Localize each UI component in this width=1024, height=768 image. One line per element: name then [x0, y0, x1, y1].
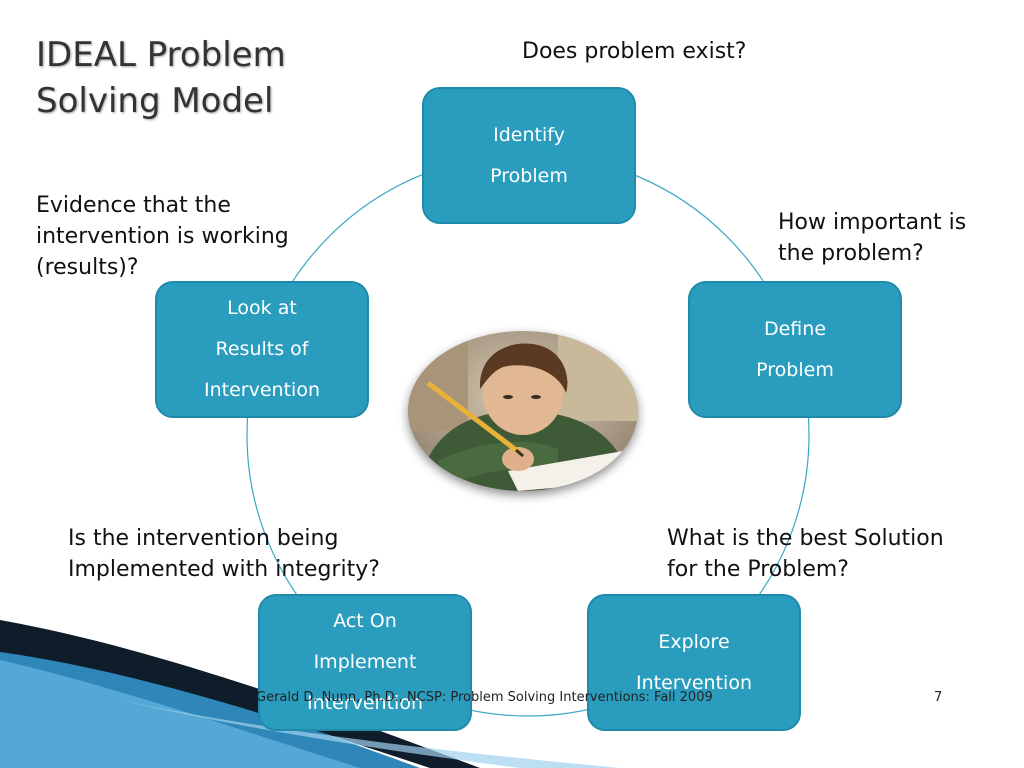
footer-text: Gerald D. Nunn, Ph.D., NCSP: Problem Sol…	[256, 690, 713, 705]
box-line: Intervention	[636, 671, 752, 694]
box-line: Problem	[490, 164, 568, 187]
box-line: Results of	[215, 338, 309, 360]
box-line: Intervention	[307, 692, 423, 714]
box-define-problem: Define Problem	[688, 281, 902, 418]
question-evidence: Evidence that the intervention is workin…	[36, 193, 289, 280]
box-act-on-implement: Act On Implement Intervention	[258, 594, 472, 731]
box-line: Explore	[658, 630, 730, 653]
box-explore-intervention: Explore Intervention	[587, 594, 801, 731]
box-line: Intervention	[204, 379, 320, 401]
box-line: Look at	[227, 297, 297, 319]
question-integrity: Is the intervention being Implemented wi…	[68, 526, 380, 582]
question-how-important: How important is the problem?	[778, 210, 967, 266]
page-number: 7	[934, 690, 943, 705]
question-does-problem-exist: Does problem exist?	[522, 39, 747, 64]
corner-swoosh-decoration	[0, 620, 620, 768]
child-writing-photo	[408, 331, 638, 491]
box-line: Implement	[313, 651, 417, 673]
box-line: Identify	[493, 123, 565, 146]
box-line: Define	[763, 317, 827, 340]
box-look-at-results: Look at Results of Intervention	[155, 281, 369, 418]
question-best-solution: What is the best Solution for the Proble…	[667, 526, 944, 582]
box-identify-problem: Identify Problem	[422, 87, 636, 224]
box-line: Problem	[756, 358, 834, 381]
box-line: Act On	[333, 610, 397, 632]
slide-title: IDEAL Problem Solving Model	[36, 35, 286, 121]
